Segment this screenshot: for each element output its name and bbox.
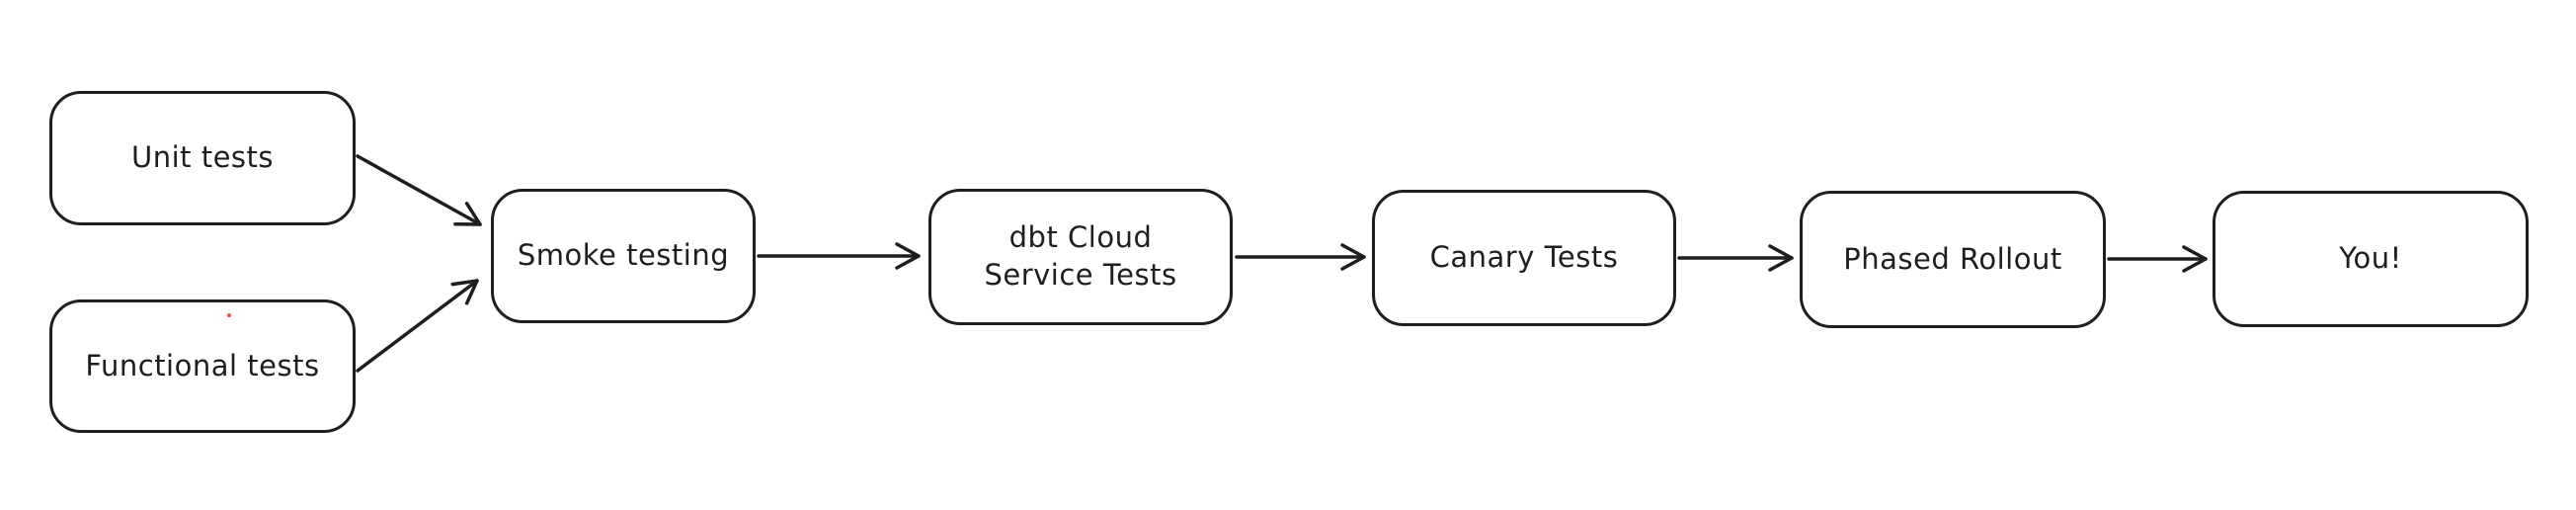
node-functional-tests-label: Functional tests <box>85 348 320 382</box>
node-functional-tests: Functional tests <box>49 299 356 433</box>
edge-unit-tests-to-smoke-testing <box>356 154 482 226</box>
node-dbt-label-line-2: Service Tests <box>984 258 1177 292</box>
node-dbt-cloud-service-tests-label: dbt Cloud Service Tests <box>984 219 1176 294</box>
node-you: You! <box>2213 191 2529 327</box>
node-smoke-testing: Smoke testing <box>491 189 756 323</box>
node-canary-tests: Canary Tests <box>1372 190 1676 326</box>
node-smoke-testing-label: Smoke testing <box>517 238 730 273</box>
node-unit-tests: Unit tests <box>49 91 356 225</box>
node-canary-tests-label: Canary Tests <box>1429 240 1619 275</box>
node-dbt-cloud-service-tests: dbt Cloud Service Tests <box>928 189 1233 325</box>
node-dbt-label-line-1: dbt Cloud <box>1008 220 1153 255</box>
edge-functional-tests-to-smoke-testing <box>356 279 479 373</box>
node-phased-rollout: Phased Rollout <box>1800 191 2106 328</box>
node-you-label: You! <box>2339 241 2402 276</box>
node-phased-rollout-label: Phased Rollout <box>1843 241 2062 276</box>
stray-red-dot-artifact <box>227 313 231 317</box>
node-unit-tests-label: Unit tests <box>130 140 275 175</box>
